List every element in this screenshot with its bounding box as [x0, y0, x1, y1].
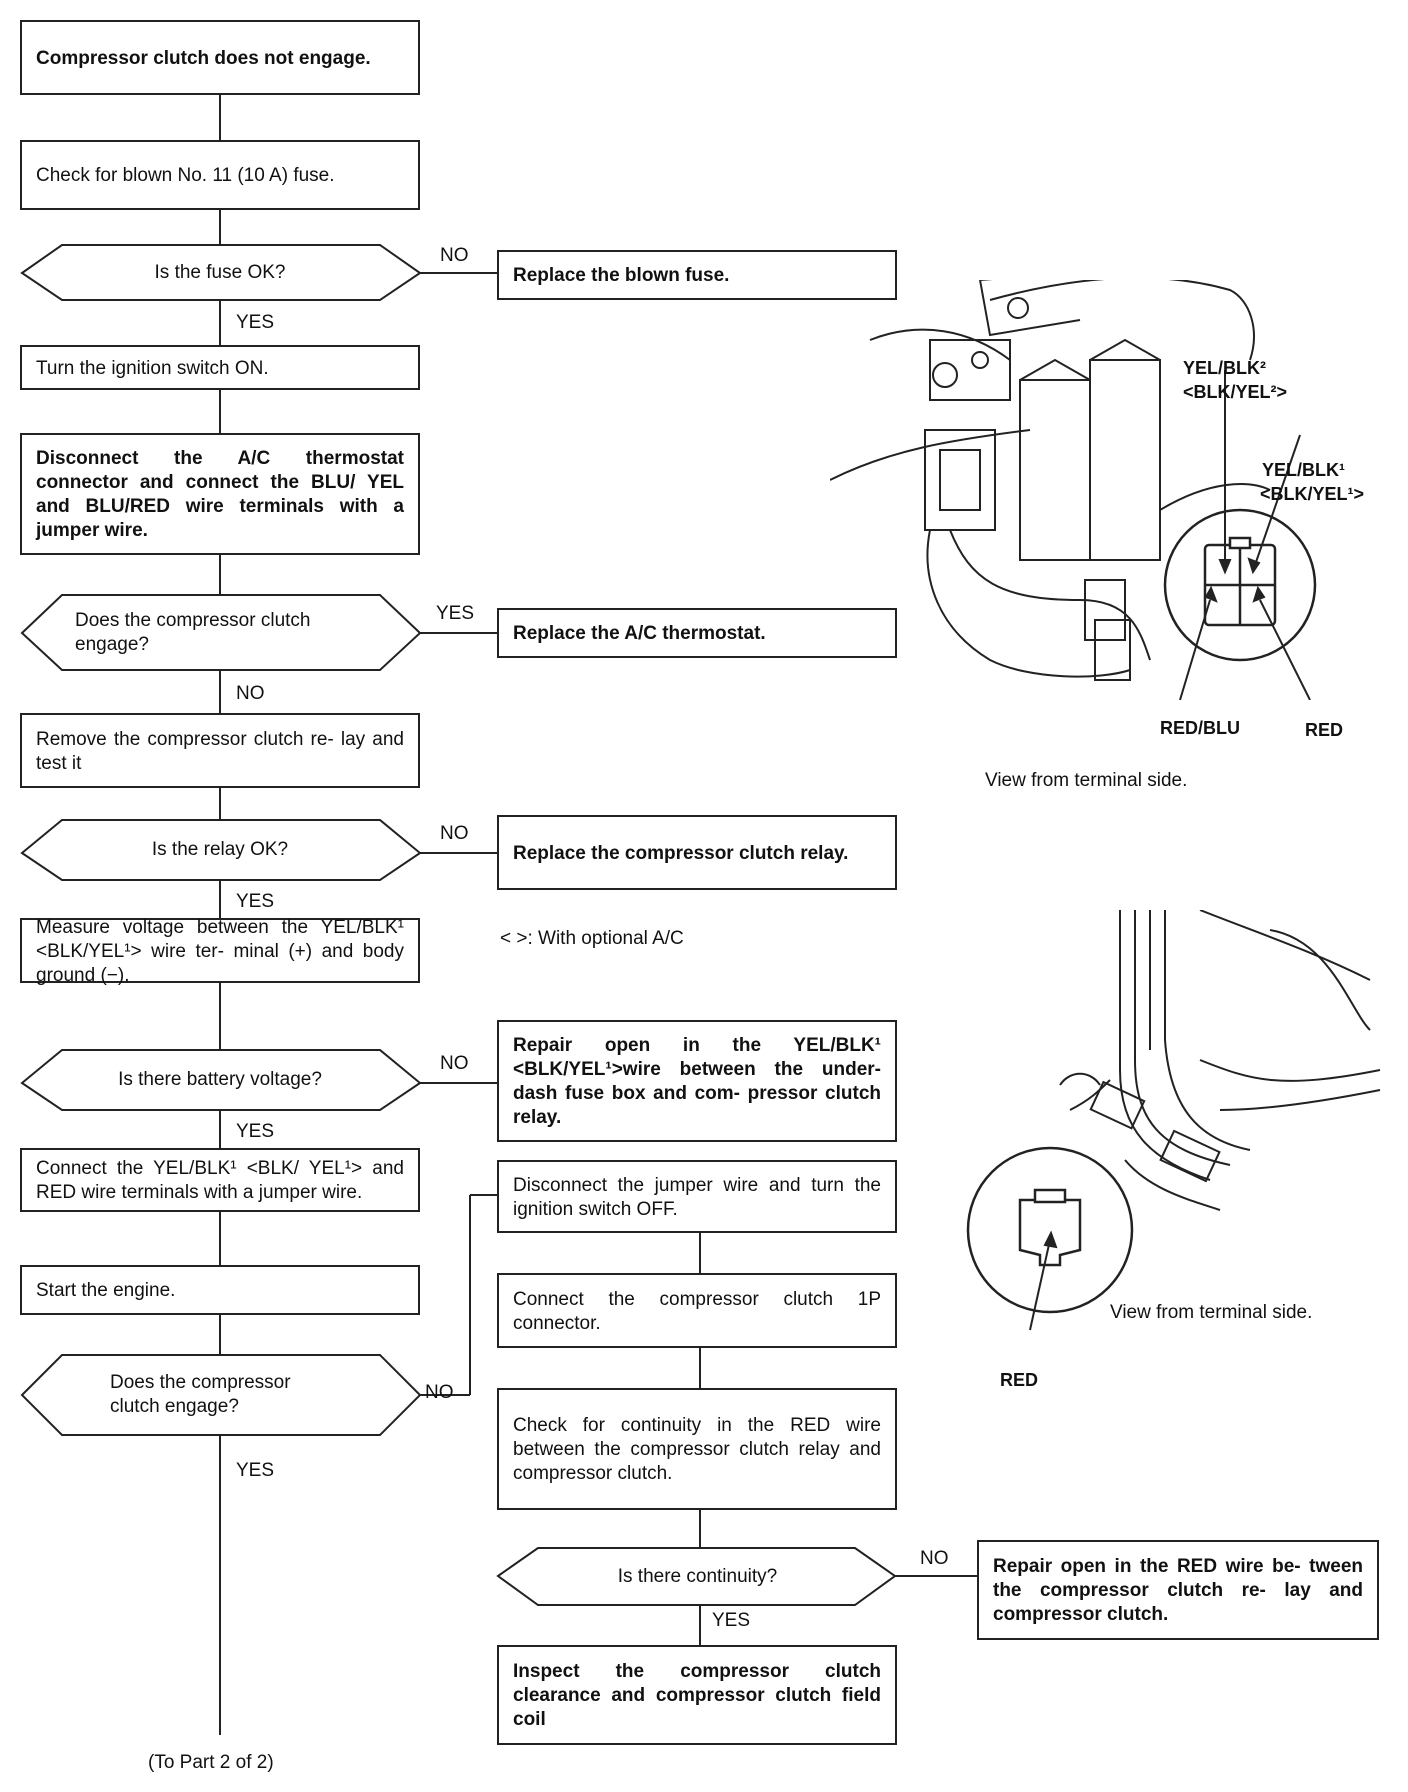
label-no: NO — [425, 1382, 454, 1403]
action-inspect-clutch: Inspect the compressor clutch clearance … — [497, 1645, 897, 1745]
label-yes: YES — [236, 1121, 275, 1142]
action-replace-thermostat: Replace the A/C thermostat. — [497, 608, 897, 658]
decision-battery-voltage: Is there battery voltage? — [118, 1069, 322, 1090]
decision-shape — [20, 594, 422, 671]
decision-shape — [496, 1547, 897, 1606]
label-no: NO — [440, 245, 469, 266]
wire-label-yelblk2: YEL/BLK² — [1183, 358, 1266, 378]
step-connect-jumper: Connect the YEL/BLK¹ <BLK/ YEL¹> and RED… — [20, 1148, 420, 1212]
action-repair-yelblk: Repair open in the YEL/BLK¹ <BLK/YEL¹>wi… — [497, 1020, 897, 1142]
step-check-fuse: Check for blown No. 11 (10 A) fuse. — [20, 140, 420, 210]
to-part-2: (To Part 2 of 2) — [148, 1752, 274, 1773]
step-disconnect-jumper: Disconnect the jumper wire and turn the … — [497, 1160, 897, 1233]
decision-fuse-ok: Is the fuse OK? — [154, 261, 286, 283]
label-yes: YES — [236, 312, 275, 333]
label-yes: YES — [236, 1460, 275, 1481]
step-remove-relay: Remove the compressor clutch re- lay and… — [20, 713, 420, 788]
label-yes: YES — [712, 1610, 751, 1631]
wire-label-yelblk1: YEL/BLK¹ — [1262, 460, 1345, 480]
optional-ac-legend: < >: With optional A/C — [500, 928, 684, 949]
label-no: NO — [440, 1053, 469, 1074]
action-replace-fuse: Replace the blown fuse. — [497, 250, 897, 300]
step-check-continuity: Check for continuity in the RED wire bet… — [497, 1388, 897, 1510]
label-no: NO — [236, 683, 265, 704]
decision-clutch-engage-2: Does the compressor clutch engage? — [110, 1372, 291, 1417]
wire-label-red: RED — [1305, 720, 1344, 740]
decision-continuity: Is there continuity? — [617, 1565, 778, 1587]
decision-shape — [20, 819, 422, 881]
label-yes: YES — [436, 603, 475, 624]
step-connect-1p: Connect the compressor clutch 1P connect… — [497, 1273, 897, 1348]
decision-relay-ok: Is the relay OK? — [151, 839, 289, 860]
step-start: Compressor clutch does not engage. — [20, 20, 420, 95]
step-disconnect-thermostat: Disconnect the A/C thermostat connector … — [20, 433, 420, 555]
caption-bottom: View from terminal side. — [1110, 1302, 1313, 1323]
decision-shape — [20, 244, 422, 301]
decision-shape — [20, 1354, 422, 1436]
relay-connector-illustration — [830, 280, 1317, 700]
decision-shape — [20, 1049, 422, 1111]
step-ignition-on: Turn the ignition switch ON. — [20, 345, 420, 390]
caption-top: View from terminal side. — [985, 770, 1188, 791]
label-no: NO — [920, 1548, 949, 1569]
decision-clutch-engage-1: Does the compressor clutch engage? — [75, 609, 311, 655]
action-repair-red: Repair open in the RED wire be- tween th… — [977, 1540, 1379, 1640]
wire-label-blkyel2: <BLK/YEL²> — [1183, 382, 1288, 402]
wire-label-redblu: RED/BLU — [1160, 718, 1240, 738]
label-no: NO — [440, 823, 469, 844]
step-measure-voltage: Measure voltage between the YEL/BLK¹ <BL… — [20, 917, 420, 986]
label-yes: YES — [236, 891, 275, 912]
wire-label-red-bottom: RED — [1000, 1370, 1039, 1390]
wire-label-blkyel1: <BLK/YEL¹> — [1260, 484, 1365, 504]
action-replace-relay: Replace the compressor clutch relay. — [497, 815, 897, 890]
compressor-1p-connector-illustration — [966, 910, 1381, 1331]
step-start-engine: Start the engine. — [20, 1265, 420, 1315]
